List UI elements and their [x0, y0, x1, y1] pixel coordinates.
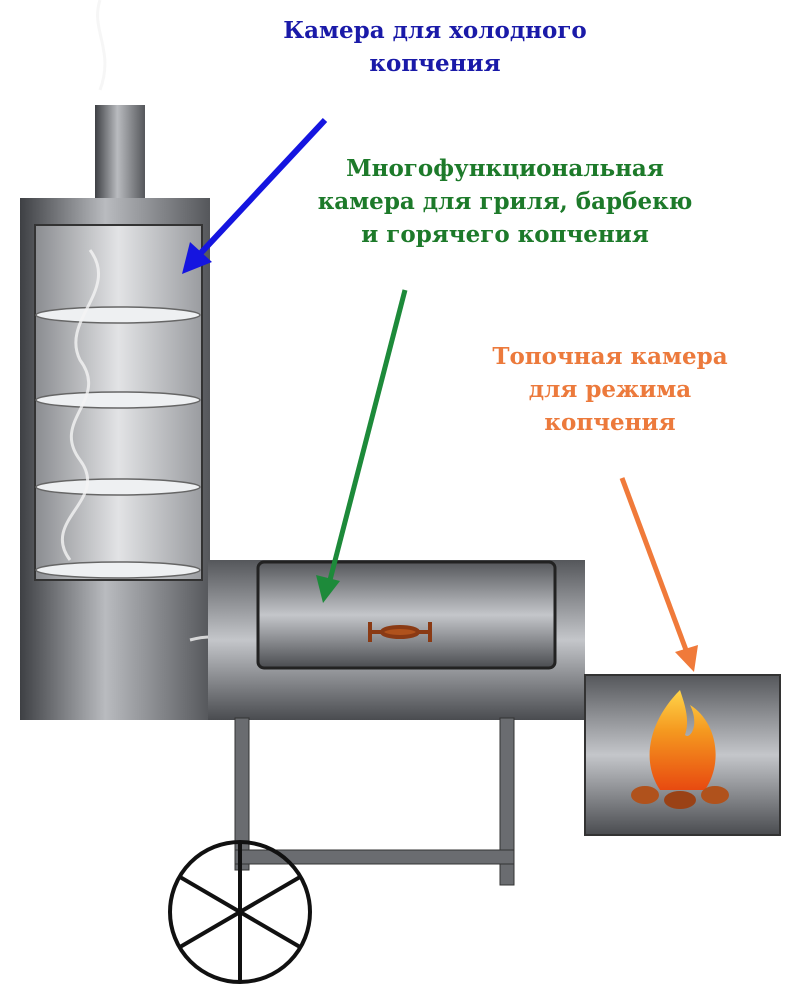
label-cold-smoking-chamber: Камера для холодного копчения: [283, 17, 587, 77]
arrow-firebox: [619, 477, 698, 672]
cart-frame: [234, 717, 515, 886]
wheel: [168, 840, 312, 984]
label-multifunction-chamber: Многофункциональная камера для гриля, ба…: [317, 155, 693, 248]
grill-chamber-lid: [256, 560, 557, 670]
arrow-grill-chamber: [316, 289, 408, 603]
rack: [35, 391, 201, 409]
lid-handle: [368, 622, 432, 642]
fire-icon: [631, 690, 729, 809]
rack: [35, 561, 201, 579]
label-firebox: Топочная камера для режима копчения: [492, 343, 728, 436]
rack: [35, 478, 201, 496]
arrow-cold-chamber: [182, 117, 328, 274]
rack: [35, 306, 201, 324]
smoking-racks: [35, 306, 201, 579]
chimney-pipe: [95, 105, 145, 200]
